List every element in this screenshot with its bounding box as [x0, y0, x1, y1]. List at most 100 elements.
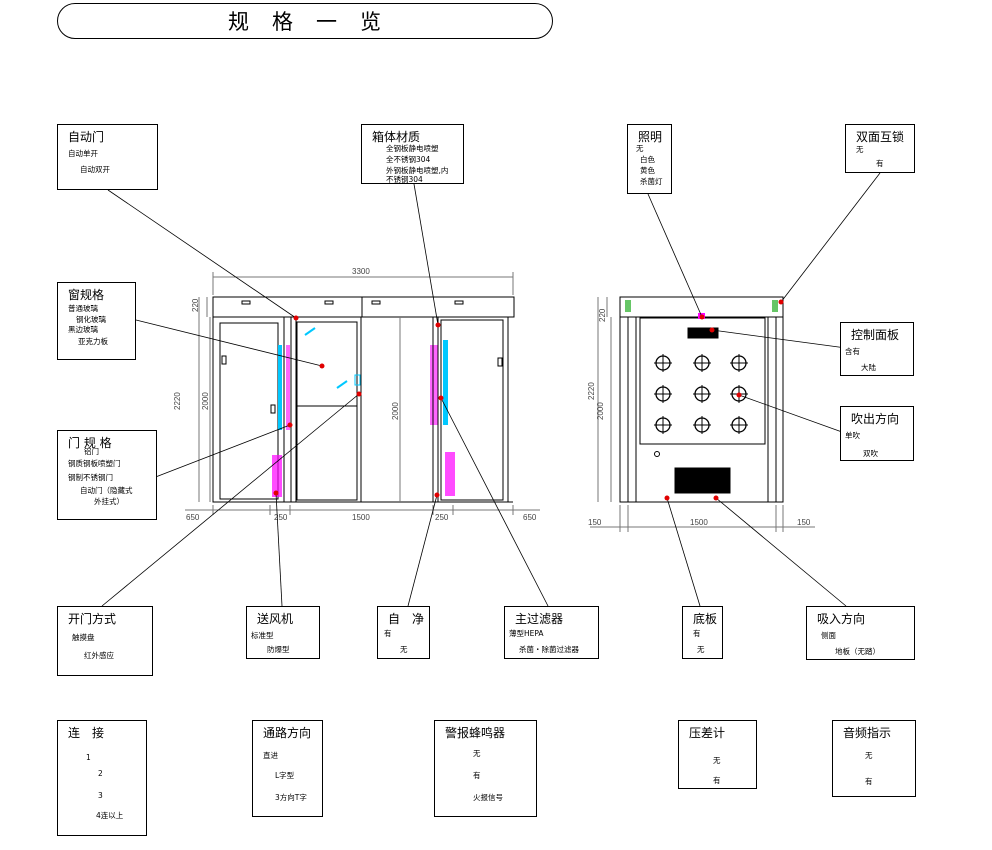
left-fan-block — [272, 455, 282, 497]
leader-line — [666, 497, 701, 607]
leader-dot — [664, 495, 670, 501]
leader-line — [275, 492, 283, 607]
spec-box-title: 连 接 — [68, 726, 105, 740]
side-view — [590, 296, 815, 532]
spec-box-diff-pressure: 压差计无有 — [678, 720, 757, 789]
leader-dot — [709, 327, 715, 333]
dim-2220-front: 2220 — [173, 392, 182, 410]
leader-dot — [293, 315, 299, 321]
page-title: 规 格 一 览 — [228, 10, 382, 34]
spec-option: 自动单开 — [68, 149, 98, 158]
leader-dot — [273, 490, 279, 496]
spec-option: 红外感应 — [84, 651, 114, 660]
spec-box-intake: 吸入方向侧面地板（无踏） — [806, 606, 915, 660]
leader-line — [101, 393, 360, 607]
spec-option: 白色 — [640, 155, 655, 164]
spec-option: 钢化玻璃 — [76, 315, 106, 324]
spec-option: 直进 — [263, 751, 278, 760]
leader-dot — [438, 395, 444, 401]
spec-box-title: 门 规 格 — [68, 436, 112, 450]
side-frame — [619, 296, 784, 503]
spec-option: 3 — [98, 791, 103, 800]
dim-1500-side: 1500 — [690, 518, 708, 527]
spec-option: 3方向T字 — [275, 793, 307, 802]
spec-option: 钢质钢板喷塑门 — [68, 459, 121, 468]
spec-option: 地板（无踏） — [835, 647, 880, 656]
spec-option: 自动门（隐藏式 — [80, 486, 133, 495]
spec-option: 触摸盘 — [72, 633, 95, 642]
spec-option: 黄色 — [640, 166, 655, 175]
leader-dot — [434, 492, 440, 498]
spec-box-title: 双面互锁 — [856, 130, 905, 144]
spec-box-audio: 音频指示无有 — [832, 720, 916, 797]
dim-2220-side: 2220 — [587, 382, 596, 400]
spec-option: 有 — [865, 777, 873, 786]
spec-option: 薄型HEPA — [509, 629, 544, 638]
spec-option: 普通玻璃 — [68, 304, 98, 313]
leader-dot — [699, 314, 705, 320]
spec-option: 含有 — [845, 347, 860, 356]
leader-line — [738, 394, 843, 433]
leader-line — [135, 319, 323, 367]
dim-250-left: 250 — [274, 513, 288, 522]
dim-3300: 3300 — [352, 267, 370, 276]
spec-box-title: 吸入方向 — [817, 612, 866, 626]
leader-line — [780, 172, 881, 303]
spec-option: 亚克力板 — [78, 337, 108, 346]
control-panel — [687, 327, 719, 339]
right-nozzle-strip — [443, 340, 448, 425]
dim-2000-mid: 2000 — [391, 402, 400, 420]
spec-option: 有 — [473, 771, 481, 780]
spec-option: L字型 — [275, 771, 295, 780]
leader-dot — [319, 363, 325, 369]
nozzle-grid — [654, 354, 748, 434]
dim-220-side: 220 — [598, 308, 607, 322]
spec-box-self-clean: 自 净有无 — [377, 606, 430, 659]
spec-box-title: 照明 — [638, 130, 663, 144]
leader-line — [715, 497, 847, 607]
spec-option: 有 — [713, 776, 721, 785]
spec-box-title: 控制面板 — [851, 328, 900, 342]
spec-option: 4连以上 — [96, 811, 124, 820]
spec-option: 有 — [693, 629, 701, 638]
dim-650-left: 650 — [186, 513, 200, 522]
dim-150-right: 150 — [797, 518, 811, 527]
spec-option: 外挂式） — [94, 497, 124, 506]
intake-grille — [674, 467, 731, 494]
spec-option: 无 — [400, 645, 408, 654]
leader-dot — [778, 299, 784, 305]
dim-250-right: 250 — [435, 513, 449, 522]
leader-line — [107, 189, 297, 319]
spec-box-title: 主过滤器 — [515, 612, 564, 626]
spec-option: 火报信号 — [473, 793, 503, 802]
spec-option: 外钢板静电喷塑,内 — [386, 166, 449, 175]
spec-option: 杀菌灯 — [640, 177, 663, 186]
spec-option: 无 — [636, 144, 644, 153]
left-nozzle-strip — [278, 345, 282, 430]
spec-box-title: 自 净 — [388, 612, 425, 626]
leader-dot — [287, 422, 293, 428]
dim-650-right: 650 — [523, 513, 537, 522]
spec-box-title: 窗规格 — [68, 288, 105, 302]
leader-line — [711, 329, 847, 349]
spec-option: 侧面 — [821, 631, 836, 640]
spec-box-title: 音频指示 — [843, 726, 892, 740]
front-view — [185, 272, 540, 515]
leader-dot — [356, 391, 362, 397]
leader-dot — [736, 392, 742, 398]
leader-line — [407, 494, 438, 607]
spec-option: 自动双开 — [80, 165, 110, 174]
leader-dot — [713, 495, 719, 501]
spec-option: 有 — [384, 629, 392, 638]
spec-box-interlock: 双面互锁无有 — [845, 124, 915, 173]
spec-option: 防爆型 — [267, 645, 290, 654]
spec-option: 无 — [473, 749, 481, 758]
spec-box-floor: 底板有无 — [682, 606, 723, 659]
spec-option: 无 — [856, 145, 864, 154]
spec-box-control-panel: 控制面板含有大陆 — [840, 322, 914, 376]
